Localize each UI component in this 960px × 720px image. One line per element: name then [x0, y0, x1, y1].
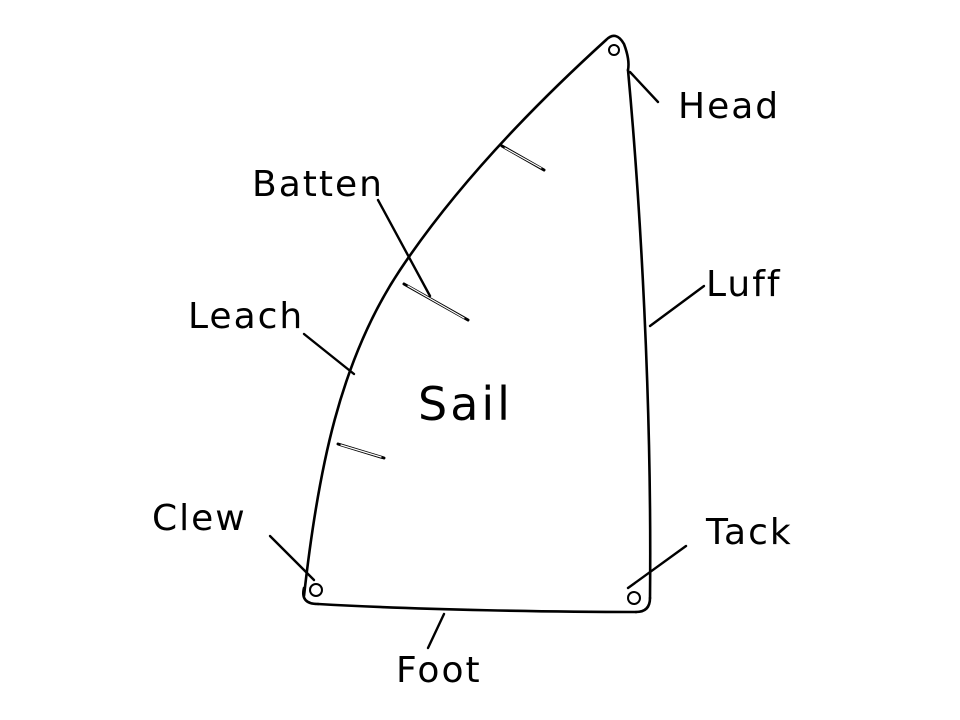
tack-leader	[626, 544, 688, 590]
clew-corner	[302, 586, 320, 606]
luff-edge	[626, 68, 652, 600]
clew-grommet	[309, 583, 323, 597]
tack-corner	[634, 596, 652, 614]
batten-middle	[402, 282, 470, 322]
head-grommet	[608, 44, 620, 56]
head-leader	[628, 70, 660, 104]
label-clew: Clew	[152, 498, 247, 539]
sail-outline	[302, 34, 652, 614]
label-head: Head	[678, 86, 780, 127]
luff-leader	[648, 284, 706, 328]
label-luff: Luff	[706, 264, 782, 305]
label-leach: Leach	[188, 296, 304, 337]
label-sail: Sail	[418, 377, 513, 431]
clew-leader	[268, 534, 316, 582]
tack-grommet	[627, 591, 641, 605]
labels: Head Batten Luff Leach Sail Clew Tack Fo…	[152, 86, 793, 691]
batten-leader	[376, 198, 432, 298]
head-corner	[604, 34, 630, 72]
batten-bottom	[336, 442, 386, 460]
foot-edge	[316, 602, 638, 614]
label-batten: Batten	[252, 164, 384, 205]
leach-edge	[302, 38, 608, 598]
foot-leader	[426, 612, 446, 650]
battens	[336, 144, 546, 460]
label-foot: Foot	[396, 650, 482, 691]
leach-leader	[302, 332, 356, 376]
batten-top	[500, 144, 546, 172]
leader-lines	[268, 70, 706, 650]
label-tack: Tack	[705, 512, 793, 553]
